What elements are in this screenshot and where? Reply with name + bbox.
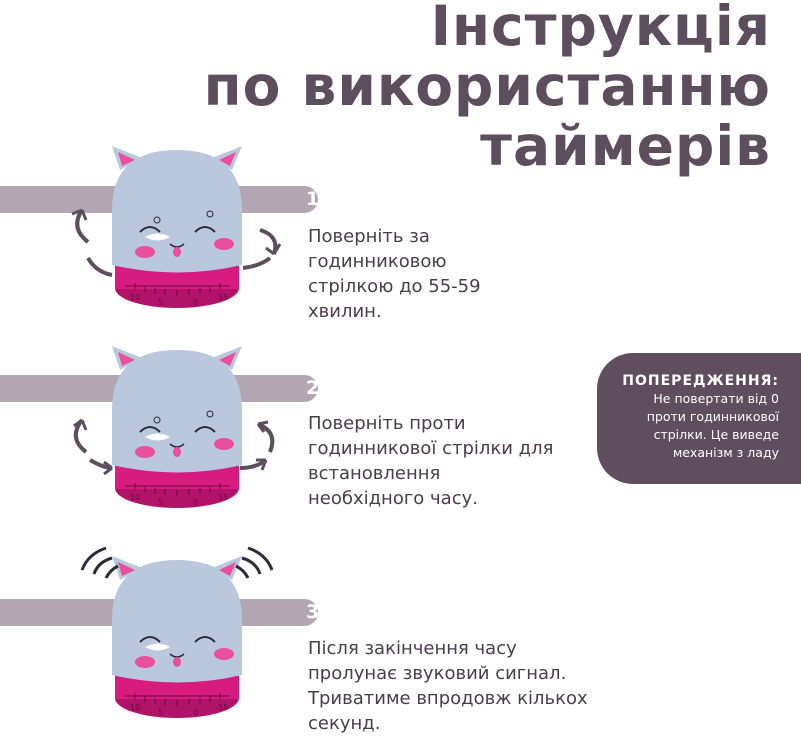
cat-timer-step-3: 10 5 0 55 — [80, 546, 274, 718]
dial-number-5: 5 — [158, 708, 163, 717]
step-3-text: Після закінчення часу пролунає звуковий … — [308, 636, 588, 736]
step-2-line: годинникової стрілки для — [308, 438, 554, 459]
dial-number-0: 0 — [193, 498, 198, 507]
step-1-line: годинниковою — [308, 251, 447, 272]
warning-line: Не повертати від 0 — [653, 391, 779, 406]
dial-number-10: 10 — [130, 493, 140, 502]
step-2-line: встановлення — [308, 463, 441, 484]
dial-number-55: 55 — [218, 293, 228, 302]
dial-number-10: 10 — [130, 703, 140, 712]
step-1-text: Поверніть за годинниковою стрілкою до 55… — [308, 224, 481, 324]
title-line-2: по використанню — [203, 54, 771, 118]
warning-line: проти годинникової — [646, 409, 779, 424]
cat-timer-step-2: 10 5 0 55 — [73, 346, 275, 508]
step-1-line: стрілкою до 55-59 — [308, 276, 481, 297]
cat-timer-graphic: 10 5 0 55 — [73, 346, 275, 508]
warning-box: ПОПЕРЕДЖЕННЯ: Не повертати від 0 проти г… — [597, 353, 801, 484]
step-1-line: хвилин. — [308, 301, 382, 322]
title-line-3: таймерів — [480, 114, 771, 178]
warning-line: стрілки. Це виведе — [653, 427, 779, 442]
warning-line: механізм з ладу — [672, 445, 779, 460]
step-2-line: Поверніть проти — [308, 413, 466, 434]
step-3-number: 3. — [306, 601, 327, 623]
dial-number-5: 5 — [158, 498, 163, 507]
step-2-line: необхідного часу. — [308, 488, 478, 509]
cat-timer-graphic: 10 5 0 55 — [71, 146, 282, 308]
step-3-line: Після закінчення часу — [308, 638, 517, 659]
step-3-line: секунд. — [308, 713, 381, 734]
step-2-number: 2. — [306, 377, 327, 399]
warning-body: Не повертати від 0 проти годинникової ст… — [609, 390, 779, 462]
step-1-number: 1. — [306, 188, 327, 210]
title-line-1: Інструкція — [430, 0, 771, 58]
dial-number-55: 55 — [218, 703, 228, 712]
warning-title: ПОПЕРЕДЖЕННЯ: — [622, 373, 779, 389]
step-1-line: Поверніть за — [308, 226, 430, 247]
step-3-line: пролунає звуковий сигнал. — [308, 663, 567, 684]
dial-number-0: 0 — [193, 298, 198, 307]
step-3-line: Триватиме впродовж кількох — [308, 688, 588, 709]
dial-number-55: 55 — [218, 493, 228, 502]
dial-number-5: 5 — [158, 298, 163, 307]
cat-timer-step-1: 10 5 0 55 — [71, 146, 282, 308]
dial-number-10: 10 — [130, 293, 140, 302]
dial-number-0: 0 — [193, 708, 198, 717]
step-2-text: Поверніть проти годинникової стрілки для… — [308, 411, 553, 511]
page-title: Інструкція по використанню таймерів — [171, 0, 771, 176]
cat-timer-graphic: 10 5 0 55 — [80, 546, 274, 718]
